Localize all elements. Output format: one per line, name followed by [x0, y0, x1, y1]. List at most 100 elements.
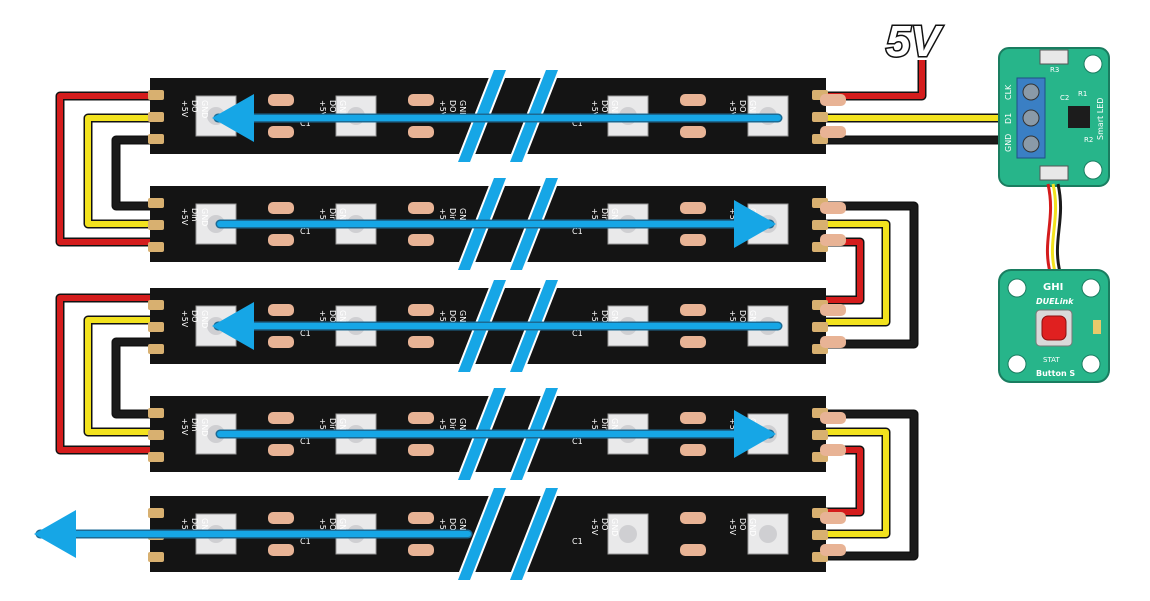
pad-label-vcc: +5V	[728, 100, 737, 118]
pad-label-vcc: +5V	[728, 418, 737, 436]
resistor-icon	[680, 94, 706, 106]
pad-label-data: Din	[328, 418, 337, 431]
data-flow-arrows	[33, 94, 783, 558]
resistor-icon	[820, 444, 846, 456]
pad-label-data: DO	[738, 100, 747, 112]
resistor-icon	[680, 202, 706, 214]
pad-label-vcc: +5V	[318, 418, 327, 436]
pad-label-vcc: +5V	[438, 100, 447, 118]
pad-label-gnd: GND	[338, 518, 347, 536]
pad-label-vcc: +5V	[318, 518, 327, 536]
solder-pad	[812, 112, 828, 122]
supply-voltage-label: 5V	[886, 17, 943, 66]
pad-label-vcc: +5V	[438, 310, 447, 328]
resistor-icon	[268, 126, 294, 138]
solder-pad	[812, 322, 828, 332]
status-label: STAT	[1043, 356, 1060, 364]
pad-label-data: DO	[448, 310, 457, 322]
pad-label-data: DO	[328, 518, 337, 530]
interconnect-wires	[55, 60, 1031, 561]
pad-label-gnd: GND	[610, 418, 619, 436]
mount-hole-icon	[1007, 278, 1027, 298]
resistor-icon	[680, 512, 706, 524]
wire	[57, 93, 158, 245]
solder-pad	[812, 430, 828, 440]
smart-led-board[interactable]: CLK D1 GND C2 R1 R2 R3 Smart LED	[998, 47, 1110, 187]
cap-label: C1	[572, 329, 583, 338]
pad-label-vcc: +5V	[180, 100, 189, 118]
wire	[818, 411, 917, 559]
board-name-label: Smart LED	[1096, 98, 1105, 140]
pad-label-gnd: GND	[200, 310, 209, 328]
series-label: DUELink	[1036, 297, 1074, 306]
pad-label-vcc: +5V	[728, 208, 737, 226]
pad-label-vcc: +5V	[180, 418, 189, 436]
resistor-icon	[680, 412, 706, 424]
solder-pad	[812, 530, 828, 540]
pad-label-vcc: +5V	[180, 518, 189, 536]
pad-label-vcc: +5V	[318, 100, 327, 118]
pad-label-vcc: +5V	[590, 418, 599, 436]
solder-pad	[148, 242, 164, 252]
mount-hole-icon	[1007, 354, 1027, 374]
solder-pad	[148, 344, 164, 354]
mount-hole-icon	[1081, 278, 1101, 298]
wire	[818, 221, 889, 325]
board-part-label: R1	[1078, 90, 1087, 98]
solder-pad	[148, 408, 164, 418]
resistor-icon	[268, 234, 294, 246]
pad-label-vcc: +5V	[180, 208, 189, 226]
wire	[85, 115, 158, 227]
solder-pad	[148, 220, 164, 230]
resistor-icon	[680, 234, 706, 246]
solder-pad	[148, 552, 164, 562]
resistor-icon	[820, 304, 846, 316]
resistor-icon	[268, 94, 294, 106]
pad-label-data: Din	[190, 418, 199, 431]
pad-label-data: DO	[448, 518, 457, 530]
resistor-icon	[820, 202, 846, 214]
pad-label-gnd: GND	[200, 518, 209, 536]
cap-label: C1	[300, 537, 311, 546]
pad-label-gnd: GND	[610, 100, 619, 118]
pad-label-gnd: GND	[458, 518, 467, 536]
cap-label: C1	[572, 119, 583, 128]
solder-pad	[148, 430, 164, 440]
solder-pad	[148, 508, 164, 518]
pad-label-gnd: GND	[338, 208, 347, 226]
wire	[113, 339, 158, 417]
resistor-icon	[408, 412, 434, 424]
ribbon-cable	[1045, 183, 1063, 273]
resistor-icon	[408, 512, 434, 524]
pad-label-gnd: GND	[338, 418, 347, 436]
pad-label-gnd: GND	[458, 310, 467, 328]
pad-label-gnd: GND	[748, 100, 757, 118]
pad-label-data: Din	[328, 208, 337, 221]
pad-label-vcc: +5V	[438, 208, 447, 226]
pad-label-gnd: GND	[458, 100, 467, 118]
cap-label: C1	[572, 437, 583, 446]
pad-label-data: Din	[190, 208, 199, 221]
pad-label-data: Din	[738, 208, 747, 221]
resistor-icon	[408, 202, 434, 214]
pad-label-vcc: +5V	[438, 518, 447, 536]
pad-label-data: DO	[738, 518, 747, 530]
resistor-icon	[408, 304, 434, 316]
push-button[interactable]	[1041, 315, 1067, 341]
solder-pad	[148, 134, 164, 144]
resistor-icon	[680, 304, 706, 316]
resistor-icon	[820, 336, 846, 348]
pad-label-gnd: GND	[200, 100, 209, 118]
board-pin-label: CLK	[1004, 84, 1013, 100]
pad-label-data: DO	[190, 310, 199, 322]
resistor-icon	[680, 444, 706, 456]
cap-label: C1	[572, 227, 583, 236]
pad-label-vcc: +5V	[318, 310, 327, 328]
resistor-icon	[268, 202, 294, 214]
button-s-board[interactable]: GHI DUELink STAT Button S	[998, 269, 1110, 383]
resistor-icon	[408, 94, 434, 106]
pad-label-gnd: GND	[458, 208, 467, 226]
pad-label-data: Din	[448, 208, 457, 221]
cut-slash-icon	[455, 486, 509, 582]
resistor-icon	[820, 412, 846, 424]
